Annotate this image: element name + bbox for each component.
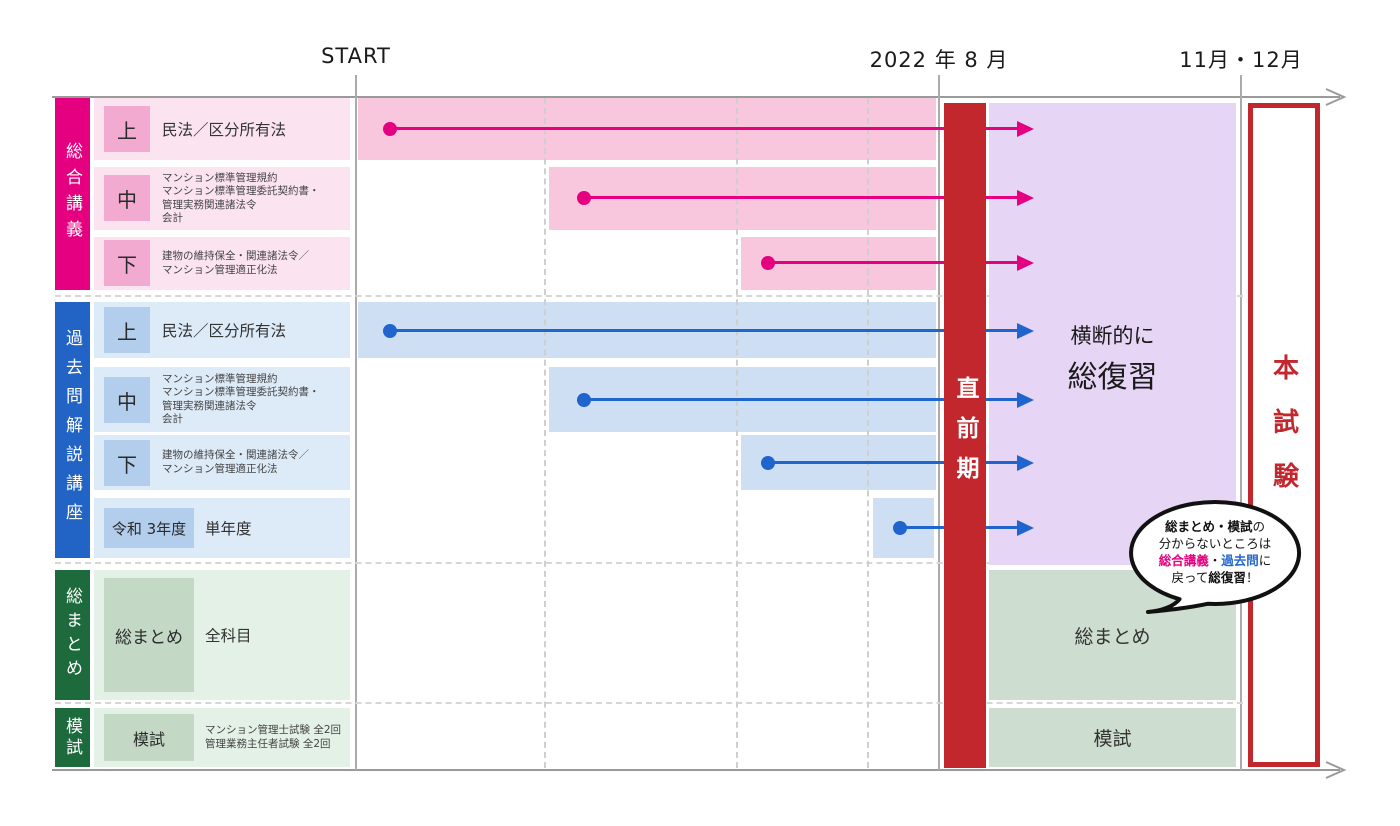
category-sogo-kogi-label: 総合講義 <box>62 142 82 246</box>
row-title-kakomon-jo: 民法／区分所有法 <box>162 322 287 340</box>
category-kakomon-label: 過去問解説講座 <box>62 328 82 532</box>
speech-bubble-text: 総まとめ・模試の 分からないところは 総合講義・過去問に 戻って総復習！ <box>1128 518 1302 586</box>
badge-sogo-jo: 上 <box>104 106 150 152</box>
milestone-dot <box>761 256 775 270</box>
row-title-kakomon-reiwa3: 単年度 <box>205 520 252 538</box>
timeline-connector <box>584 196 1018 199</box>
review-text: 横断的に 総復習 <box>989 320 1236 396</box>
arrow-head-icon <box>1017 255 1034 271</box>
timeline-connector <box>768 461 1018 464</box>
timeline-connector <box>390 329 1018 332</box>
milestone-dot <box>383 324 397 338</box>
dashed-gridline <box>867 98 869 768</box>
dashed-gridline <box>544 98 546 768</box>
milestone-dot <box>893 521 907 535</box>
section-separator <box>55 702 1243 704</box>
top-axis-arrow-icon <box>1325 88 1347 106</box>
badge-kakomon-ge: 下 <box>104 440 150 486</box>
bubble-line3: 総合講義・過去問に <box>1158 553 1272 568</box>
row-title-kakomon-ge: 建物の維持保全・関連諸法令／ マンション管理適正化法 <box>162 449 309 475</box>
category-sogo-kogi: 総合講義 <box>55 98 90 290</box>
row-title-somatome: 全科目 <box>205 627 252 645</box>
row-title-moshi: マンション管理士試験 全2回 管理業務主任者試験 全2回 <box>205 724 342 750</box>
milestone-dot <box>577 191 591 205</box>
category-kakomon: 過去問解説講座 <box>55 302 90 558</box>
section-separator <box>55 562 1243 564</box>
review-line1: 横断的に <box>1070 324 1155 348</box>
bottom-axis-arrow-icon <box>1325 761 1347 779</box>
row-title-kakomon-chu: マンション標準管理規約 マンション標準管理委託契約書・ 管理実務関連諸法令 会計 <box>162 372 320 426</box>
timeline-label-novdec: 11月・12月 <box>1179 48 1303 72</box>
chokuzenki-bar: 直前期 <box>944 103 986 768</box>
category-moshi: 模試 <box>55 708 90 767</box>
timeline-connector <box>768 261 1018 264</box>
moshi-block: 模試 <box>989 708 1236 767</box>
arrow-head-icon <box>1017 520 1034 536</box>
speech-bubble <box>1129 499 1301 614</box>
timeline-label-start: START <box>321 44 391 68</box>
section-separator <box>55 295 1243 297</box>
badge-kakomon-chu: 中 <box>104 377 150 423</box>
arrow-head-icon <box>1017 455 1034 471</box>
chokuzenki-label: 直前期 <box>952 375 978 496</box>
milestone-dot <box>761 456 775 470</box>
badge-moshi: 模試 <box>104 714 194 761</box>
honshiken-label: 本試験 <box>1268 354 1299 516</box>
milestone-dot <box>577 393 591 407</box>
milestone-dot <box>383 122 397 136</box>
timeline-connector <box>390 127 1018 130</box>
timeline-connector <box>584 398 1018 401</box>
timeline-label-august: 2022 年 8 月 <box>869 48 1009 72</box>
row-title-sogo-ge: 建物の維持保全・関連諸法令／ マンション管理適正化法 <box>162 250 309 276</box>
bubble-line4: 戻って総復習！ <box>1171 570 1259 585</box>
arrow-head-icon <box>1017 392 1034 408</box>
honshiken-box: 本試験 <box>1248 103 1320 767</box>
bubble-line1: 総まとめ・模試の <box>1164 519 1266 534</box>
arrow-head-icon <box>1017 121 1034 137</box>
row-title-sogo-chu: マンション標準管理規約 マンション標準管理委託契約書・ 管理実務関連諸法令 会計 <box>162 171 320 225</box>
badge-sogo-chu: 中 <box>104 175 150 221</box>
arrow-head-icon <box>1017 190 1034 206</box>
category-somatome-label: 総まとめ <box>62 587 82 683</box>
category-moshi-label: 模試 <box>62 716 82 759</box>
review-line2: 総復習 <box>1067 360 1158 395</box>
dashed-gridline <box>736 98 738 768</box>
category-somatome: 総まとめ <box>55 570 90 700</box>
badge-sogo-ge: 下 <box>104 240 150 286</box>
row-title-sogo-jo: 民法／区分所有法 <box>162 121 287 139</box>
arrow-head-icon <box>1017 323 1034 339</box>
badge-kakomon-jo: 上 <box>104 307 150 353</box>
bubble-line2: 分からないところは <box>1158 536 1272 551</box>
badge-kakomon-reiwa3: 令和 3年度 <box>104 508 194 548</box>
badge-somatome: 総まとめ <box>104 578 194 692</box>
